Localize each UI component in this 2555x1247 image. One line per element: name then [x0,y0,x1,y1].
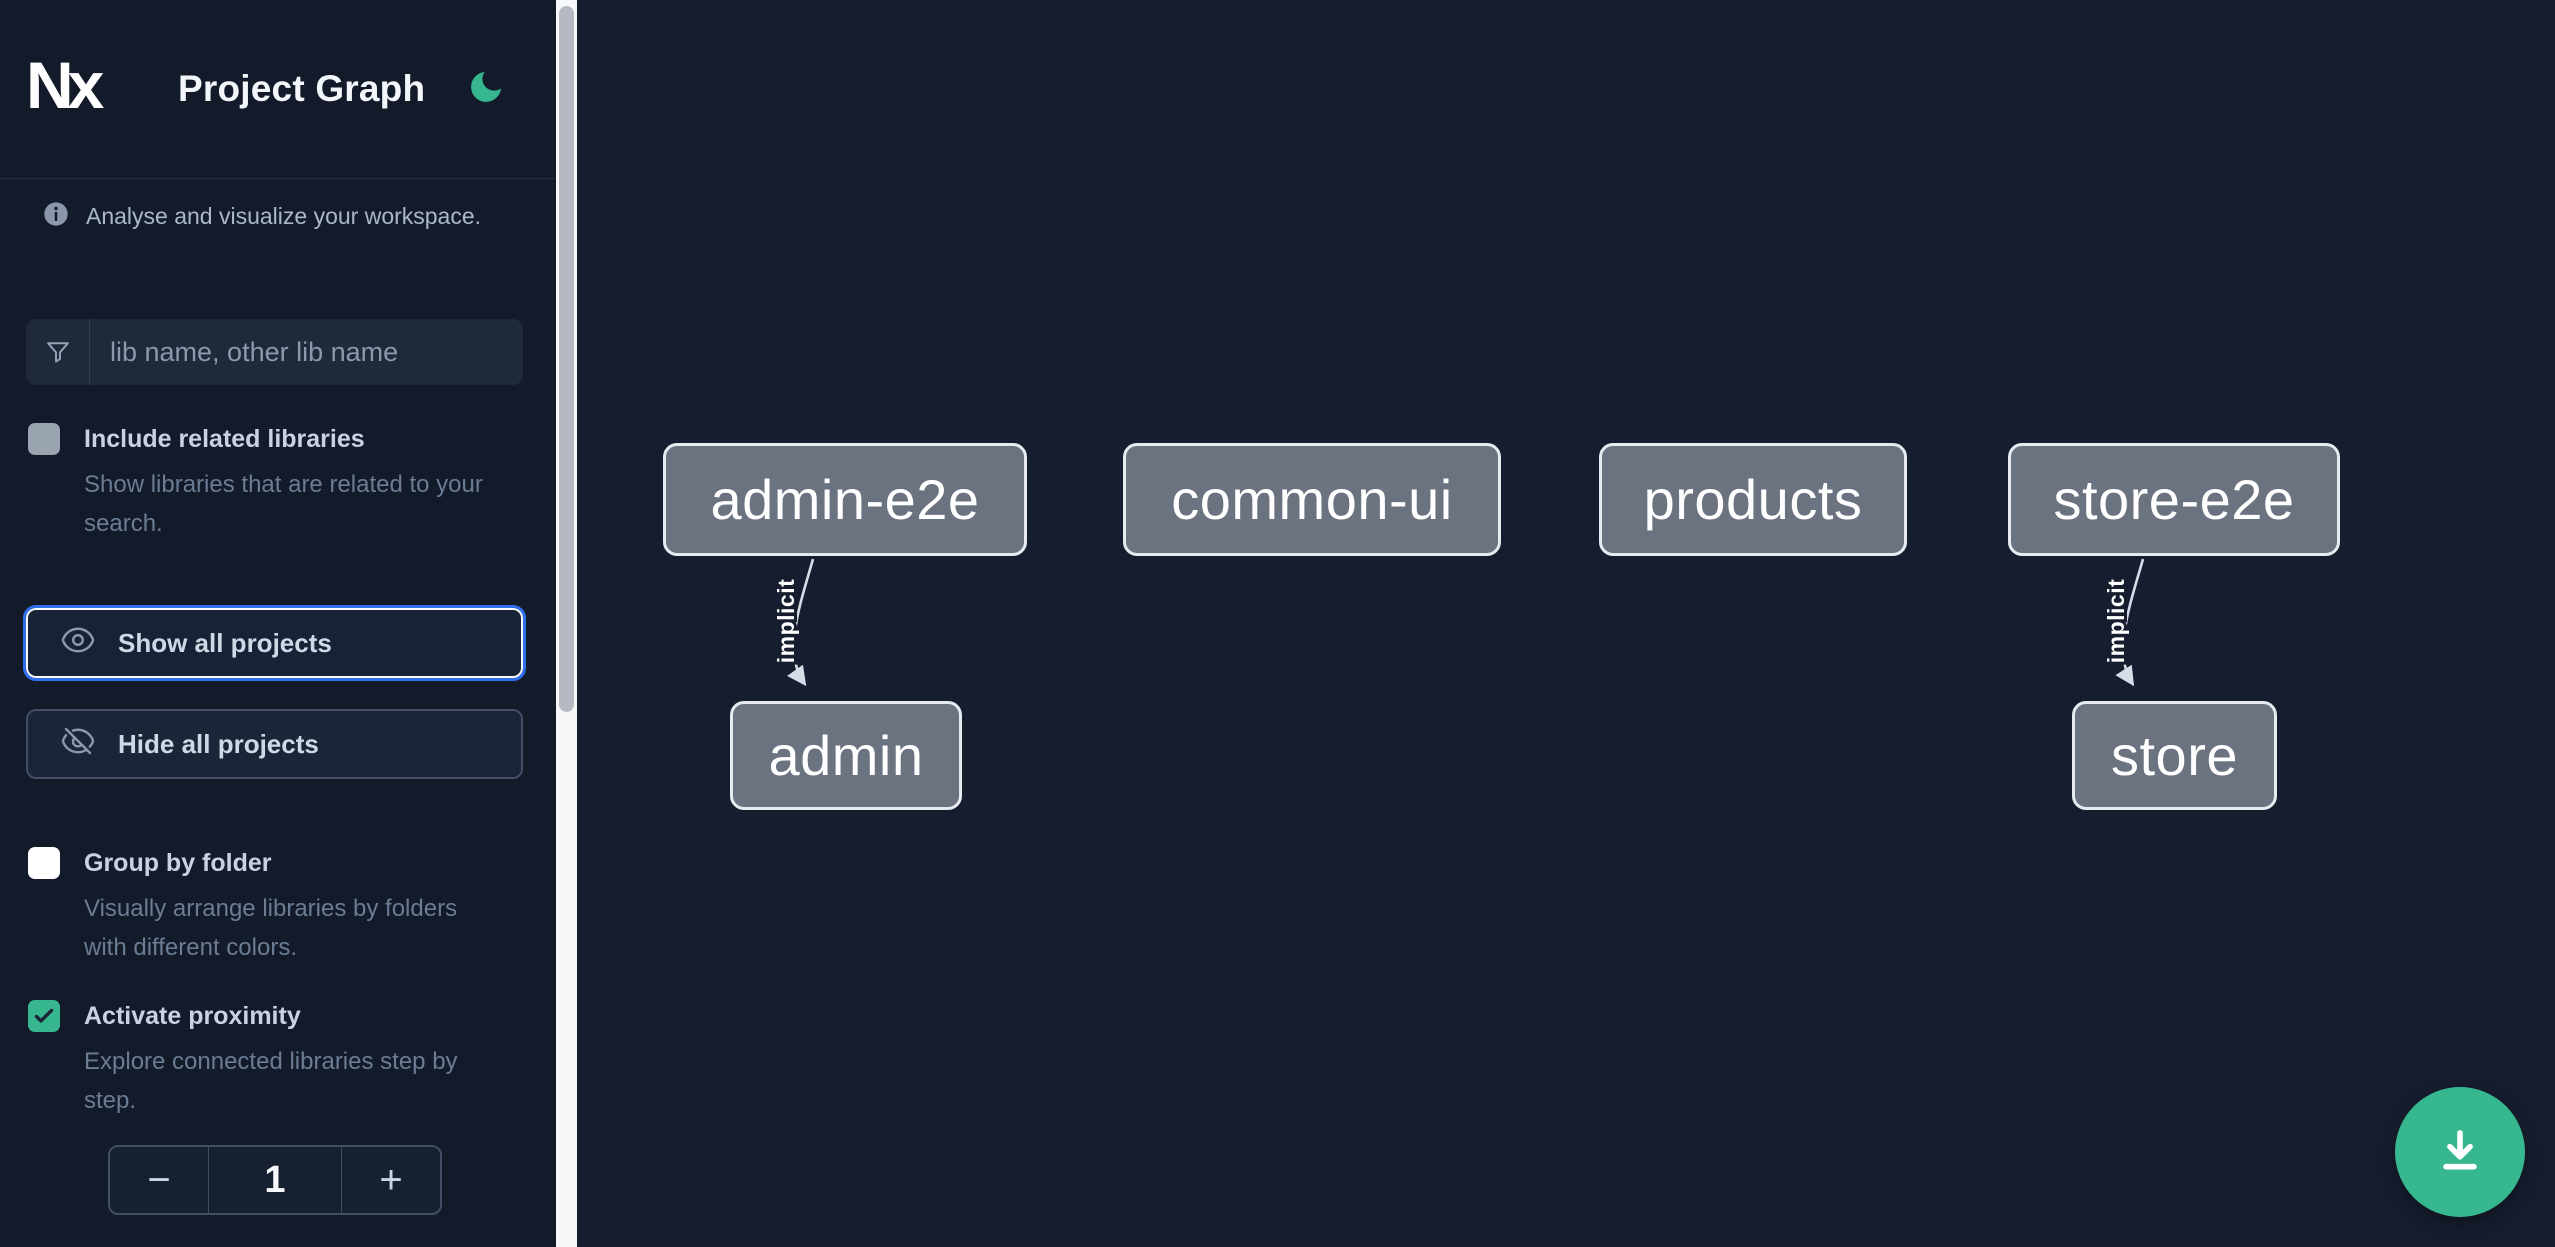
group-by-folder-checkbox[interactable] [28,847,60,879]
include-related-libraries-checkbox[interactable] [28,423,60,455]
option-activate-proximity: Activate proximity Explore connected lib… [28,1000,506,1120]
info-icon [42,200,70,233]
decrement-button[interactable]: − [110,1147,208,1213]
option-label: Group by folder [84,848,272,877]
edge-label: implicit [2103,579,2129,664]
search-box [26,319,523,385]
graph-edges-layer: implicit implicit [770,558,2145,687]
increment-button[interactable]: + [342,1147,440,1213]
option-include-related-libraries: Include related libraries Show libraries… [28,423,506,543]
node-common-ui[interactable]: common-ui [1123,443,1501,556]
sidebar-scrollbar-track[interactable] [556,0,577,1247]
button-label: Hide all projects [118,728,319,759]
page-title: Project Graph [178,68,426,109]
sidebar-header: Nx Project Graph [0,0,556,179]
activate-proximity-checkbox[interactable] [28,1000,60,1032]
tagline-row: Analyse and visualize your workspace. [42,200,481,233]
proximity-degree-value: 1 [208,1147,342,1213]
edge-label: implicit [773,579,799,664]
option-group-by-folder: Group by folder Visually arrange librari… [28,847,506,967]
option-description: Visually arrange libraries by folders wi… [84,895,458,961]
search-input[interactable] [90,319,523,385]
option-label: Activate proximity [84,1001,301,1030]
option-description: Explore connected libraries step by step… [84,1048,458,1114]
nx-logo: Nx [26,48,104,122]
node-products[interactable]: products [1599,443,1907,556]
edge-store-e2e-to-store[interactable]: implicit [2100,558,2145,687]
hide-all-projects-button[interactable]: Hide all projects [26,709,523,779]
tagline-text: Analyse and visualize your workspace. [86,203,482,229]
eye-off-icon [60,723,96,766]
sidebar-scrollbar-thumb[interactable] [559,6,574,712]
download-image-button[interactable] [2395,1087,2525,1217]
proximity-degree-stepper: − 1 + [108,1145,442,1215]
edge-admin-e2e-to-admin[interactable]: implicit [770,558,815,687]
moon-icon [466,71,506,110]
theme-toggle-button[interactable] [464,66,508,110]
show-all-projects-button[interactable]: Show all projects [23,605,526,681]
filter-funnel-icon [26,319,90,385]
eye-icon [60,622,96,665]
node-store-e2e[interactable]: store-e2e [2008,443,2340,556]
node-admin-e2e[interactable]: admin-e2e [663,443,1027,556]
node-store[interactable]: store [2072,701,2277,810]
option-description: Show libraries that are related to your … [84,471,483,537]
project-graph-canvas[interactable]: implicit implicit admin-e2e common-ui pr… [577,0,2555,1247]
option-label: Include related libraries [84,424,365,453]
button-label: Show all projects [118,627,332,658]
download-icon [2431,1122,2489,1183]
sidebar: Nx Project Graph Analyse and visualize y… [0,0,556,1247]
node-admin[interactable]: admin [730,701,962,810]
